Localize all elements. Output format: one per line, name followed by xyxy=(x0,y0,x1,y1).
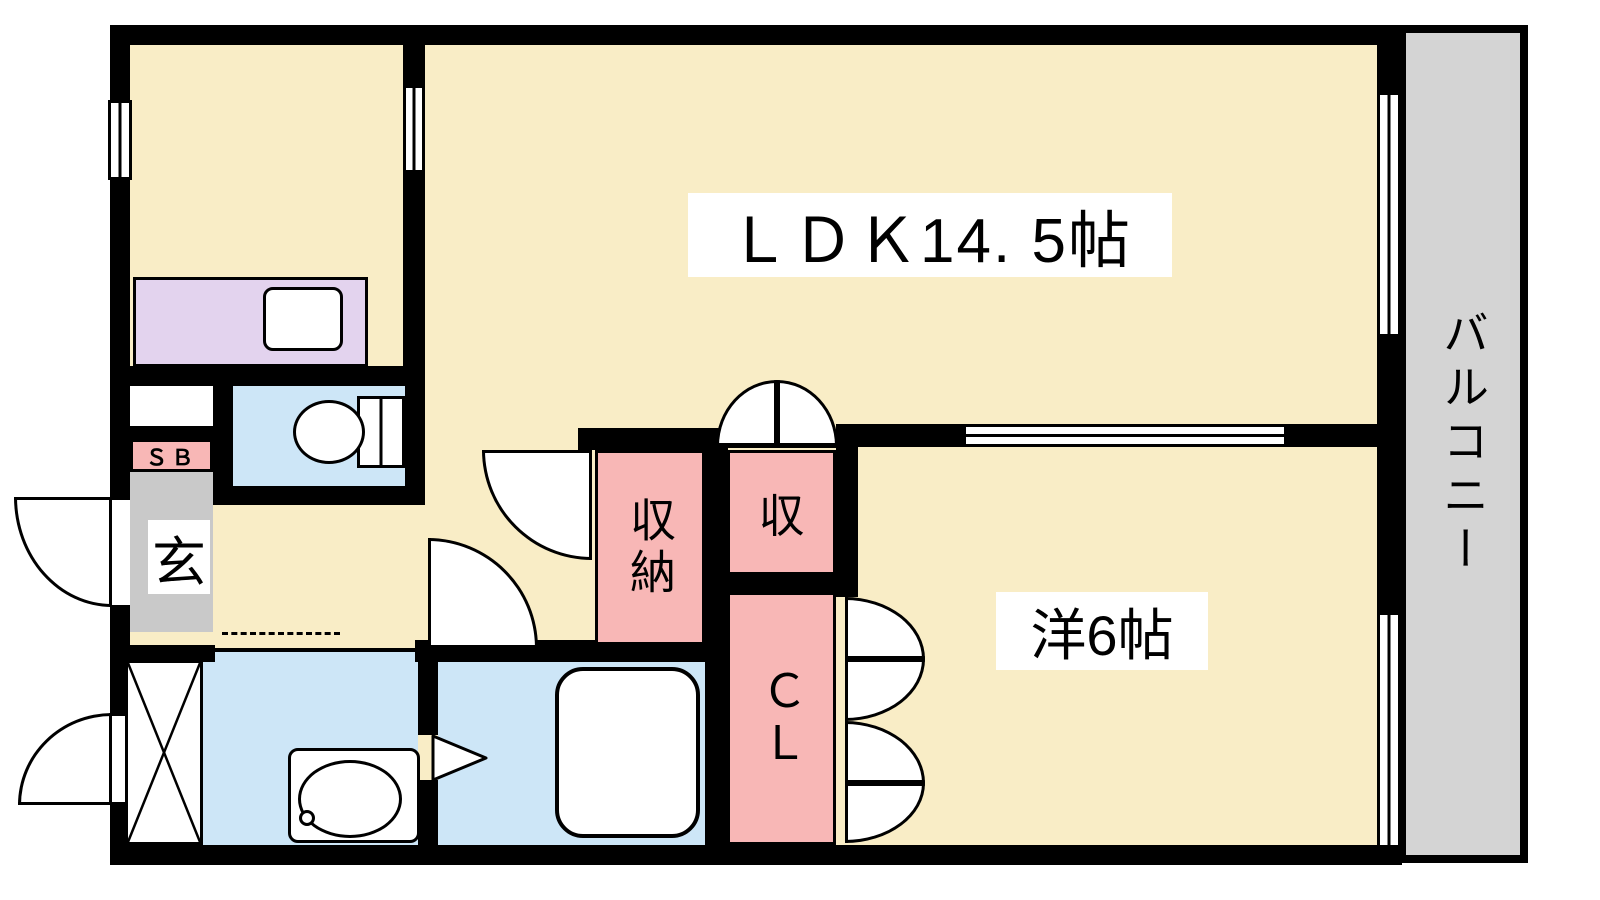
closet-label: ＣＬ xyxy=(755,666,808,771)
storage-label: 収納 xyxy=(624,495,676,600)
wall-bath-left-upper xyxy=(418,645,438,735)
closet-box: ＣＬ xyxy=(727,592,836,845)
storage-small-label: 収 xyxy=(758,489,805,542)
ldk-label: ＬＤＫ14. 5帖 xyxy=(728,207,1132,276)
shaft-x-icon xyxy=(128,663,200,842)
window-ldk-western xyxy=(963,424,1287,447)
storage-box: 収納 xyxy=(595,450,705,645)
western-room-label-box: 洋6帖 xyxy=(996,592,1208,670)
wall-entrance-bottom xyxy=(110,645,215,662)
wall-washroom-top-thin xyxy=(215,648,430,652)
wall-top xyxy=(110,25,1402,45)
bath-door-marker xyxy=(430,733,492,783)
toilet-bowl xyxy=(293,400,365,464)
wall-closet-right xyxy=(836,424,858,597)
wall-toilet-right xyxy=(405,386,425,505)
wall-french-door-sill xyxy=(718,444,838,448)
entrance-label: 玄 xyxy=(152,532,206,593)
window-ldk-balcony xyxy=(1377,92,1401,337)
entrance-label-box: 玄 xyxy=(148,520,210,594)
bath-door-triangle-icon xyxy=(431,734,488,782)
entrance-step-line xyxy=(222,632,340,635)
shoe-box: ＳＢ xyxy=(130,439,213,472)
balcony-area: バルコニー xyxy=(1398,25,1528,863)
shaft-hatch xyxy=(125,660,203,845)
wall-kitchen-vertical xyxy=(403,25,425,377)
shoe-box-label: ＳＢ xyxy=(145,444,198,470)
toilet-tank xyxy=(357,396,405,468)
wall-center-vertical xyxy=(705,428,728,845)
washbasin-bowl xyxy=(298,760,402,838)
wall-sb-top xyxy=(130,426,213,439)
window-western-balcony xyxy=(1377,612,1401,848)
wall-storage-divider xyxy=(727,573,836,592)
window-left-wall xyxy=(108,100,132,180)
lower-door-arc xyxy=(18,713,112,805)
kitchen-sink xyxy=(263,287,343,351)
wall-bottom xyxy=(110,845,1402,865)
washbasin-faucet xyxy=(299,810,315,826)
western-room-label: 洋6帖 xyxy=(1030,603,1174,667)
entry-door-opening xyxy=(110,500,130,605)
ldk-label-box: ＬＤＫ14. 5帖 xyxy=(688,193,1172,277)
wall-kitchen-bottom xyxy=(110,366,425,386)
utility-strip xyxy=(130,386,213,428)
wall-bath-left-lower xyxy=(418,780,438,845)
storage-small-box: 収 xyxy=(727,450,836,575)
wall-toilet-bottom xyxy=(213,486,425,505)
entry-door-arc xyxy=(14,497,112,607)
window-kitchen-wall xyxy=(403,85,425,173)
wall-storage-top xyxy=(578,428,718,450)
bathtub xyxy=(555,667,700,838)
wall-toilet-left xyxy=(213,386,233,505)
balcony-label: バルコニー xyxy=(1437,309,1489,579)
